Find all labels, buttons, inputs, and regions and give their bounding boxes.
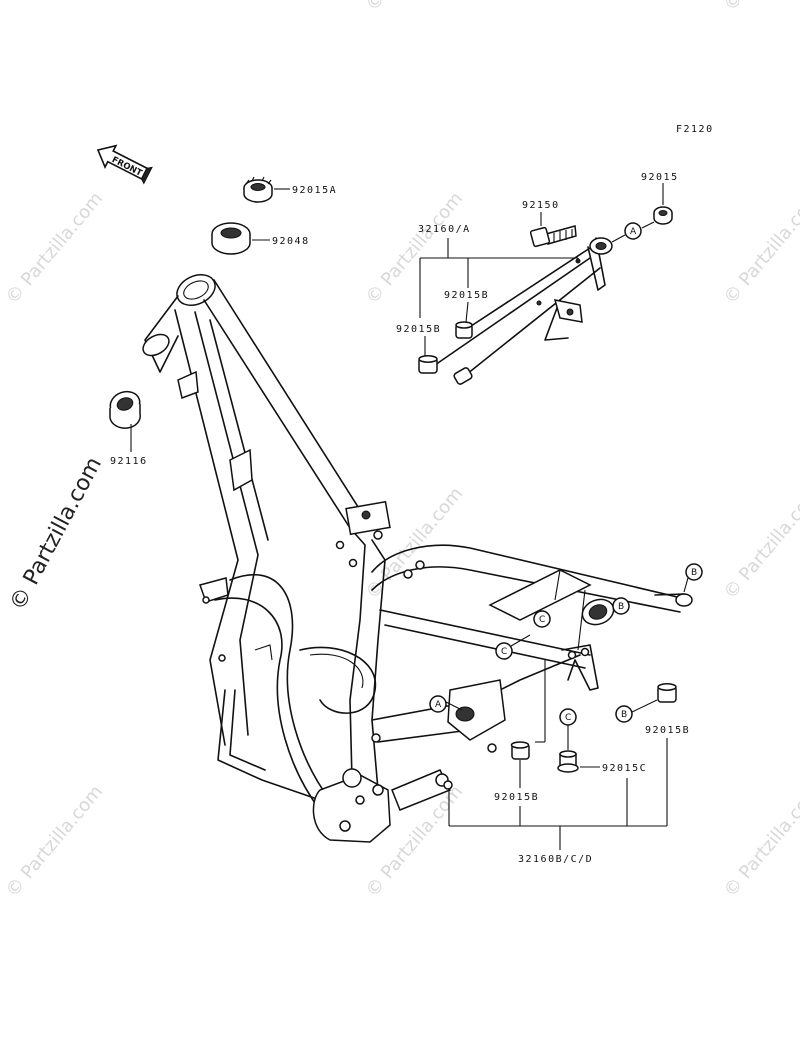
callout-c-bolt: C bbox=[565, 713, 571, 723]
callout-circle bbox=[533, 610, 551, 628]
callout-a-top: A bbox=[630, 227, 637, 237]
callout-circle bbox=[559, 708, 577, 726]
front-arrow-icon: FRONT bbox=[96, 144, 153, 185]
label-92015B-bottom: 92015B bbox=[494, 792, 539, 803]
watermarks: © Partzilla.com © Partzilla.com © Partzi… bbox=[2, 0, 800, 901]
callout-c-frame-1: C bbox=[539, 615, 545, 625]
watermark-main: © Partzilla.com bbox=[5, 453, 107, 615]
callout-circle bbox=[429, 695, 447, 713]
callout-circle bbox=[612, 597, 630, 615]
callout-c-frame-2: C bbox=[501, 647, 507, 657]
label-92015C: 92015C bbox=[602, 763, 647, 774]
label-92116: 92116 bbox=[110, 456, 148, 467]
part-92150-bolt bbox=[529, 225, 577, 248]
watermark-text: © Partzilla.com bbox=[720, 781, 800, 901]
part-92015B-collar-bottom bbox=[510, 741, 530, 760]
label-92015B-right: 92015B bbox=[645, 725, 690, 736]
callout-a-mid: A bbox=[435, 700, 442, 710]
watermark-text: © Partzilla.com bbox=[362, 0, 467, 15]
label-92015A: 92015A bbox=[292, 185, 337, 196]
callout-b-pipe: B bbox=[618, 602, 624, 612]
watermark-text: © Partzilla.com bbox=[720, 0, 800, 15]
callout-circle bbox=[495, 642, 513, 660]
callout-b-rear: B bbox=[691, 568, 697, 578]
callout-b-bolt: B bbox=[621, 710, 627, 720]
part-92015B-collar-right bbox=[657, 683, 677, 703]
label-92015B-left: 92015B bbox=[396, 324, 441, 335]
watermark-text: © Partzilla.com bbox=[2, 188, 107, 308]
figure-code: F2120 bbox=[676, 124, 714, 135]
part-92015B-collar-left bbox=[418, 355, 438, 374]
label-92015B-top: 92015B bbox=[444, 290, 489, 301]
label-32160A: 32160/A bbox=[418, 224, 471, 235]
label-92015: 92015 bbox=[641, 172, 679, 183]
label-92048: 92048 bbox=[272, 236, 310, 247]
callout-circle bbox=[615, 705, 633, 723]
main-frame bbox=[142, 274, 693, 843]
part-92015A-nut bbox=[243, 176, 273, 203]
label-92150: 92150 bbox=[522, 200, 560, 211]
watermark-text: © Partzilla.com bbox=[720, 483, 800, 603]
callout-circle bbox=[624, 222, 642, 240]
part-92015B-collar-upper bbox=[455, 321, 473, 339]
part-92015C-collar bbox=[557, 750, 579, 773]
part-92116-bearing bbox=[109, 390, 141, 429]
callout-circle bbox=[685, 563, 703, 581]
part-92015-nut bbox=[653, 206, 673, 225]
part-32160A-downtube bbox=[434, 237, 613, 385]
part-92048-bearing bbox=[211, 222, 251, 255]
watermark-text: © Partzilla.com bbox=[2, 781, 107, 901]
label-32160BCD: 32160B/C/D bbox=[518, 854, 593, 865]
watermark-text: © Partzilla.com bbox=[720, 188, 800, 308]
